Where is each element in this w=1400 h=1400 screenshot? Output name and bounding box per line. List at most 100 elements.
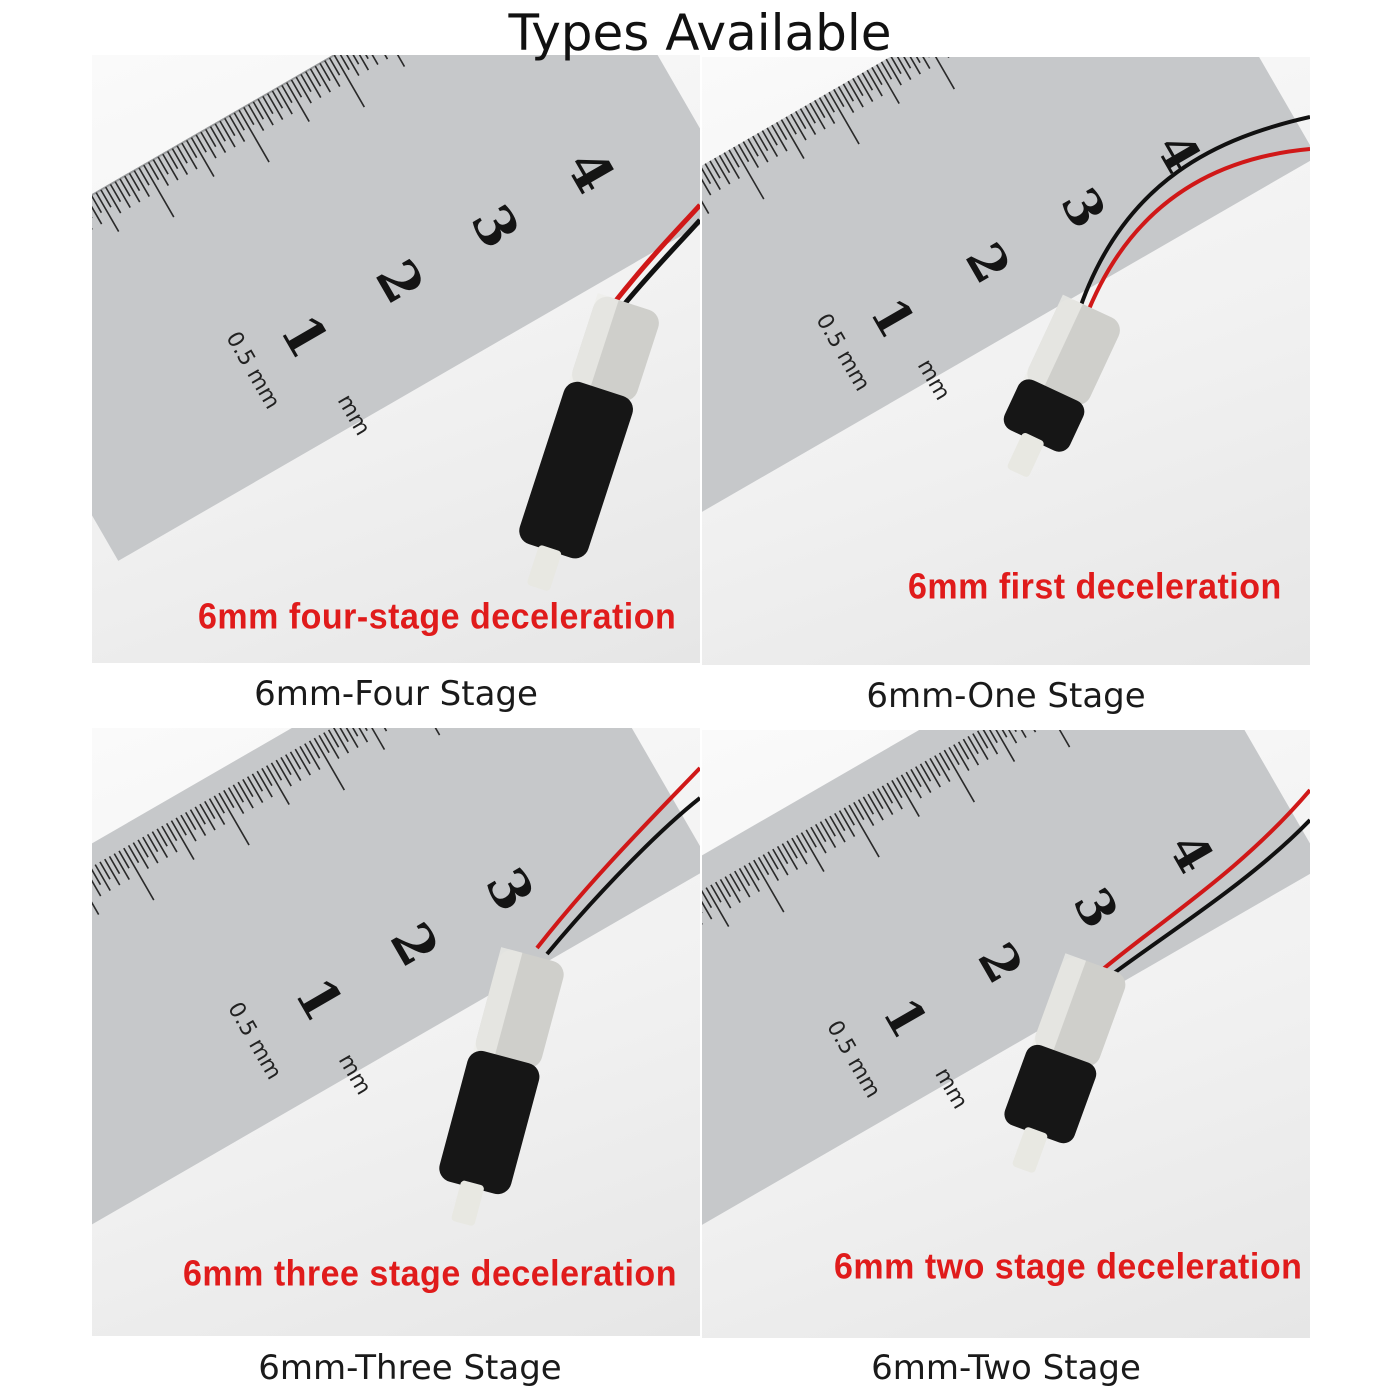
ruler-tick (948, 746, 960, 766)
ruler-tick (214, 123, 226, 142)
ruler-tick (262, 95, 274, 115)
ruler-tick (804, 105, 816, 124)
ruler-tick (1038, 730, 1071, 748)
motor-wires (535, 766, 700, 956)
ruler-tick (767, 851, 779, 870)
ruler-tick (986, 730, 998, 744)
ruler-tick (156, 828, 168, 847)
ruler-tick (218, 792, 250, 846)
ruler-tick (213, 795, 225, 814)
ruler-tick (294, 748, 311, 776)
ruler-tick (362, 55, 379, 65)
ruler-tick (261, 767, 273, 787)
ruler-tick (838, 810, 856, 837)
ruler-tick (957, 741, 970, 760)
ruler-tick (790, 113, 807, 141)
product-photo-two-stage: 1 2 3 4 0.5 mm mm (702, 730, 1310, 1338)
ruler-tick (104, 186, 122, 214)
ruler-tick (914, 57, 931, 69)
ruler-tick (166, 150, 179, 170)
caption-one-stage: 6mm-One Stage (866, 676, 1146, 716)
ruler-tick (124, 175, 141, 203)
ruler-tick (223, 789, 235, 809)
ruler-tick (285, 754, 302, 781)
ruler-tick (256, 770, 273, 798)
ruler-tick (92, 194, 103, 214)
ruler-tick (238, 109, 270, 163)
ruler-tick (885, 58, 902, 86)
ruler-tick (890, 57, 902, 75)
ruler-tick (108, 855, 121, 875)
product-photo-one-stage: 1 2 3 4 0.5 mm mm (702, 57, 1310, 665)
ruler-tick (929, 757, 941, 777)
ruler-tick (181, 142, 198, 170)
ruler-tick (734, 870, 751, 898)
ruler-tick (862, 796, 875, 815)
ruler-tick (728, 149, 740, 168)
ruler-tick (123, 847, 155, 901)
ruler-tick (714, 157, 731, 185)
ruler-tick (309, 68, 322, 87)
ruler-tick (308, 740, 321, 759)
ruler-tick (209, 126, 227, 153)
ruler-tick (314, 65, 331, 93)
ruler-tick (771, 124, 788, 152)
ruler-tick (271, 90, 284, 109)
ruler-tick (991, 730, 1016, 762)
micro-gear-motor (1004, 953, 1126, 1173)
ruler-tick (280, 756, 292, 776)
ruler-tick (195, 134, 207, 153)
ruler-tick (905, 771, 922, 799)
ruler-tick (333, 55, 366, 108)
ruler-tick (837, 86, 855, 113)
motor-wires (1100, 788, 1310, 978)
ruler-tick (299, 745, 311, 765)
ruler-tick (953, 744, 970, 771)
ruler-tick (805, 829, 817, 848)
steel-ruler: 1 2 3 4 0.5 mm mm (92, 55, 700, 561)
ruler-tick (92, 866, 102, 886)
micro-gear-motor (519, 293, 659, 591)
ruler-tick (204, 800, 216, 820)
ruler-tick (338, 55, 350, 71)
overlay-label-one-stage: 6mm first deceleration (908, 567, 1282, 607)
ruler-tick (270, 762, 283, 781)
ruler-tick (742, 141, 760, 168)
ruler-tick (709, 160, 721, 179)
ruler-tick (823, 94, 835, 113)
ruler-tick (332, 728, 350, 754)
ruler-tick (923, 57, 956, 90)
ruler-tick (180, 814, 197, 842)
ruler-tick (719, 878, 732, 898)
ruler-tick (304, 743, 321, 770)
overlay-label-three-stage: 6mm three stage deceleration (183, 1254, 677, 1294)
ruler-tick (723, 152, 740, 179)
ruler-tick (996, 730, 1008, 738)
ruler-tick (795, 834, 808, 854)
motor-wires (612, 203, 700, 309)
ruler-tick (791, 837, 808, 865)
ruler-tick (104, 858, 121, 886)
ruler-tick (265, 765, 290, 805)
ruler-tick (843, 807, 855, 826)
ruler-tick (189, 809, 207, 836)
ruler-tick (257, 98, 274, 126)
ruler-tick (704, 163, 721, 190)
ruler-ticks (702, 57, 956, 214)
ruler-tick (132, 842, 150, 869)
ruler-tick (934, 755, 951, 782)
ruler-tick (815, 823, 827, 843)
ruler-tick (128, 172, 141, 192)
ruler-tick (319, 62, 331, 82)
ruler-tick (856, 75, 874, 102)
ruler-tick (113, 853, 130, 880)
ruler-tick (880, 61, 893, 80)
page-title: Types Available (508, 4, 892, 62)
ruler-tick (799, 108, 817, 135)
ruler-tick (857, 799, 875, 826)
ruler-tick (733, 146, 765, 200)
ruler-tick (133, 170, 150, 197)
ruler-tick (281, 84, 293, 104)
ruler-tick (861, 72, 874, 91)
ruler-tick (114, 181, 131, 208)
